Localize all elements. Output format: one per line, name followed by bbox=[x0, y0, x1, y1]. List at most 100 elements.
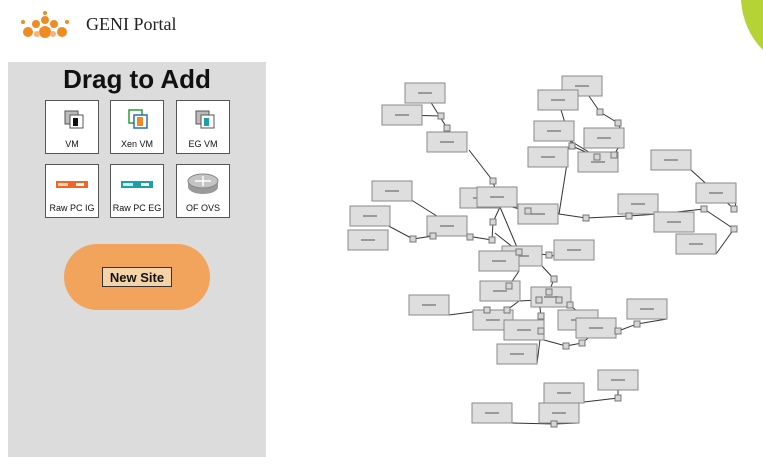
palette-item-label: EG VM bbox=[188, 139, 218, 149]
topology-node[interactable] bbox=[426, 131, 468, 153]
topology-node[interactable] bbox=[471, 402, 513, 424]
topology-link[interactable] bbox=[715, 228, 735, 255]
interface-marker[interactable] bbox=[566, 301, 574, 309]
interface-marker[interactable] bbox=[596, 108, 604, 116]
topology-link[interactable] bbox=[703, 208, 735, 230]
interface-marker[interactable] bbox=[537, 327, 545, 335]
interface-marker[interactable] bbox=[489, 177, 497, 185]
interface-marker[interactable] bbox=[505, 282, 513, 290]
topology-node[interactable] bbox=[650, 149, 692, 171]
interface-marker[interactable] bbox=[489, 218, 497, 226]
interface-marker[interactable] bbox=[700, 205, 708, 213]
palette-item-of-ovs[interactable]: OF OVS bbox=[176, 164, 230, 218]
interface-marker[interactable] bbox=[730, 225, 738, 233]
portal-title: GENI Portal bbox=[86, 14, 177, 34]
topology-node[interactable] bbox=[543, 382, 585, 404]
interface-marker[interactable] bbox=[466, 233, 474, 241]
topology-node[interactable] bbox=[533, 120, 575, 142]
interface-marker[interactable] bbox=[503, 306, 511, 314]
topology-node[interactable] bbox=[381, 104, 423, 126]
palette-item-vm[interactable]: VM bbox=[45, 100, 99, 154]
topology-link[interactable] bbox=[583, 397, 619, 403]
topology-node[interactable] bbox=[496, 343, 538, 365]
topology-node[interactable] bbox=[695, 182, 737, 204]
eg-vm-icon bbox=[195, 110, 215, 129]
interface-marker[interactable] bbox=[429, 232, 437, 240]
interface-marker[interactable] bbox=[730, 205, 738, 213]
interface-marker[interactable] bbox=[582, 214, 590, 222]
interface-marker[interactable] bbox=[550, 275, 558, 283]
topology-node[interactable] bbox=[349, 205, 391, 227]
interface-marker[interactable] bbox=[545, 251, 553, 259]
xen-vm-icon bbox=[128, 109, 148, 129]
interface-marker[interactable] bbox=[535, 296, 543, 304]
topology-node[interactable] bbox=[347, 229, 389, 251]
topology-node[interactable] bbox=[371, 180, 413, 202]
palette-item-label: VM bbox=[65, 139, 79, 149]
interface-marker[interactable] bbox=[625, 212, 633, 220]
interface-marker[interactable] bbox=[550, 420, 558, 428]
interface-marker[interactable] bbox=[483, 306, 491, 314]
interface-marker[interactable] bbox=[578, 339, 586, 347]
topology-node[interactable] bbox=[675, 233, 717, 255]
interface-marker[interactable] bbox=[614, 327, 622, 335]
topology-link[interactable] bbox=[499, 206, 520, 253]
interface-marker[interactable] bbox=[614, 119, 622, 127]
topology-link[interactable] bbox=[636, 318, 668, 325]
interface-marker[interactable] bbox=[610, 151, 618, 159]
topology-node[interactable] bbox=[577, 151, 619, 173]
topology-node[interactable] bbox=[626, 298, 668, 320]
interface-marker[interactable] bbox=[614, 394, 622, 402]
palette-item-label: OF OVS bbox=[185, 203, 220, 213]
topology-node[interactable] bbox=[426, 215, 468, 237]
topology-node[interactable] bbox=[404, 82, 446, 104]
leaf-decoration-icon bbox=[741, 0, 763, 50]
topology-node[interactable] bbox=[617, 193, 659, 215]
interface-marker[interactable] bbox=[488, 236, 496, 244]
topology-node[interactable] bbox=[527, 146, 569, 168]
interface-marker[interactable] bbox=[633, 320, 641, 328]
interface-marker[interactable] bbox=[537, 312, 545, 320]
interface-marker[interactable] bbox=[555, 296, 563, 304]
topology-node[interactable] bbox=[479, 280, 521, 302]
interface-marker[interactable] bbox=[515, 248, 523, 256]
palette-item-raw-pc-eg[interactable]: Raw PC EG bbox=[110, 164, 164, 218]
topology-node[interactable] bbox=[408, 294, 450, 316]
palette-item-raw-pc-ig[interactable]: Raw PC IG bbox=[45, 164, 99, 218]
topology-node[interactable] bbox=[476, 186, 518, 208]
interface-marker[interactable] bbox=[562, 342, 570, 350]
interface-marker[interactable] bbox=[568, 142, 576, 150]
palette-item-label: Raw PC EG bbox=[112, 203, 162, 213]
topology-node[interactable] bbox=[537, 89, 579, 111]
topology-link[interactable] bbox=[558, 213, 587, 219]
topology-link[interactable] bbox=[585, 215, 630, 219]
interface-marker[interactable] bbox=[409, 235, 417, 243]
palette-item-label: Xen VM bbox=[120, 139, 153, 149]
topology-node[interactable] bbox=[478, 250, 520, 272]
new-site-button[interactable]: New Site bbox=[102, 267, 172, 287]
interface-marker[interactable] bbox=[524, 207, 532, 215]
geni-logo-icon bbox=[21, 11, 69, 38]
drag-to-add-palette: Drag to Add VM Xen VM EG VM Raw PC bbox=[8, 62, 266, 457]
topology-node[interactable] bbox=[583, 127, 625, 149]
palette-item-eg-vm[interactable]: EG VM bbox=[176, 100, 230, 154]
palette-item-xen-vm[interactable]: Xen VM bbox=[110, 100, 164, 154]
interface-marker[interactable] bbox=[437, 112, 445, 120]
topology-node[interactable] bbox=[538, 402, 580, 424]
topology-node[interactable] bbox=[553, 239, 595, 261]
topology-node[interactable] bbox=[653, 211, 695, 233]
topology-node[interactable] bbox=[575, 317, 617, 339]
topology-link[interactable] bbox=[543, 339, 567, 347]
new-site-area: New Site bbox=[64, 244, 210, 310]
topology-link[interactable] bbox=[468, 149, 494, 182]
topology-node[interactable] bbox=[517, 203, 559, 225]
raw-pc-ig-icon bbox=[56, 181, 88, 188]
topology-link[interactable] bbox=[511, 422, 555, 425]
of-ovs-icon bbox=[187, 173, 219, 194]
interface-marker[interactable] bbox=[443, 124, 451, 132]
vm-icon bbox=[64, 110, 84, 129]
interface-marker[interactable] bbox=[545, 288, 553, 296]
topology-node[interactable] bbox=[597, 369, 639, 391]
interface-marker[interactable] bbox=[593, 153, 601, 161]
